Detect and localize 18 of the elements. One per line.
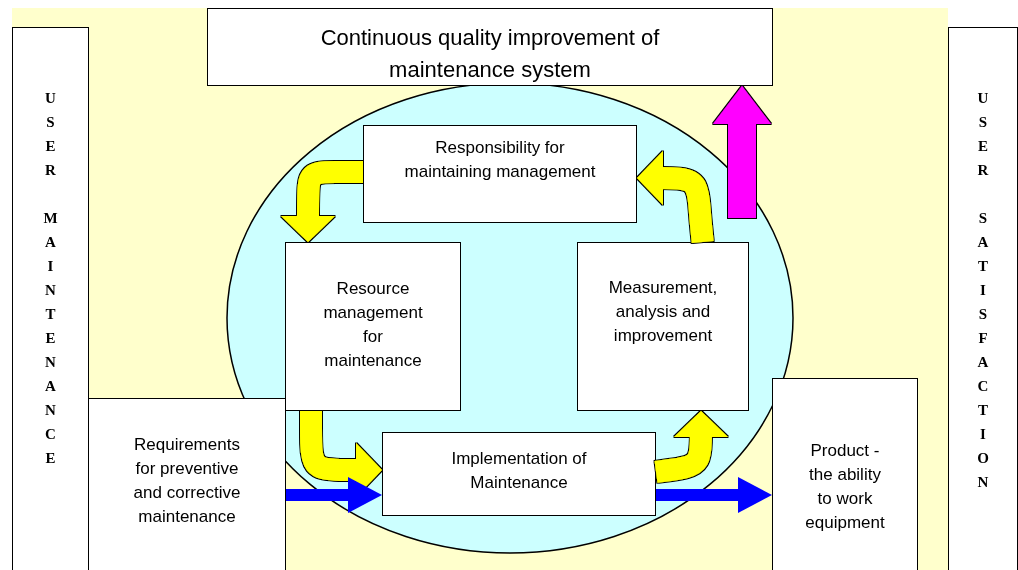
process-box — [577, 242, 749, 411]
vertical-label: USER MAINTENANCE — [43, 89, 58, 468]
process-box — [772, 378, 918, 570]
vertical-label: USER SATISFACTION — [976, 89, 990, 492]
box-label: Measurement, analysis and improvement — [607, 277, 719, 347]
box-label: Product - the ability to work equipment — [804, 440, 886, 534]
side-panel — [12, 27, 89, 570]
box-label: Resource management for maintenance — [322, 278, 424, 372]
process-box — [88, 398, 286, 570]
process-box — [285, 242, 461, 411]
box-label: Responsibility for maintaining management — [403, 137, 597, 183]
title-text: Continuous quality improvement of maintenance system — [319, 24, 661, 84]
side-panel — [948, 27, 1018, 570]
box-label: Implementation of Maintenance — [450, 448, 588, 494]
process-box — [363, 125, 637, 223]
box-label: Requirements for preventive and corrective maintenance — [132, 434, 242, 528]
process-box — [382, 432, 656, 516]
title-box — [207, 8, 773, 86]
